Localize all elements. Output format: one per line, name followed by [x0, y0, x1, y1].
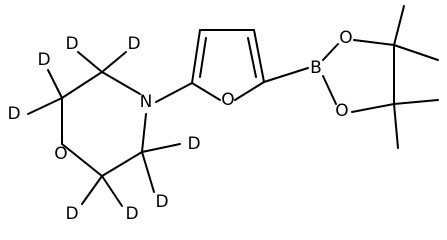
methyl-bonds	[393, 5, 439, 149]
furan-boron-bond	[263, 67, 309, 83]
dioxaborolane-ring-bonds	[322, 39, 395, 113]
n-furan-bond	[155, 82, 193, 103]
atom-label-furan-oxygen: O	[221, 90, 234, 110]
atom-label-boronate-oxygen-bottom: O	[335, 101, 348, 121]
atom-label-deuterium-2: D	[127, 34, 140, 54]
atom-label-deuterium-5: D	[187, 134, 200, 154]
morpholine-ring-bonds	[61, 71, 147, 177]
atom-label-deuterium-6: D	[155, 192, 168, 212]
atom-labels: N O O B O O D D D D D D D D	[7, 28, 352, 224]
atom-label-deuterium-4: D	[7, 104, 20, 124]
atom-label-deuterium-3: D	[37, 50, 50, 70]
atom-label-boronate-oxygen-top: O	[339, 28, 352, 48]
atom-label-boron: B	[310, 58, 322, 78]
atom-label-nitrogen: N	[140, 92, 153, 112]
atom-label-deuterium-8: D	[125, 204, 138, 224]
furan-ring-bonds	[191, 29, 265, 101]
atom-label-deuterium-1: D	[65, 34, 78, 54]
atom-label-morpholine-oxygen: O	[54, 144, 67, 164]
deuterium-bonds	[27, 51, 181, 207]
chemical-structure-diagram: N O O B O O D D D D D D D D	[7, 5, 439, 224]
atom-label-deuterium-7: D	[65, 204, 78, 224]
